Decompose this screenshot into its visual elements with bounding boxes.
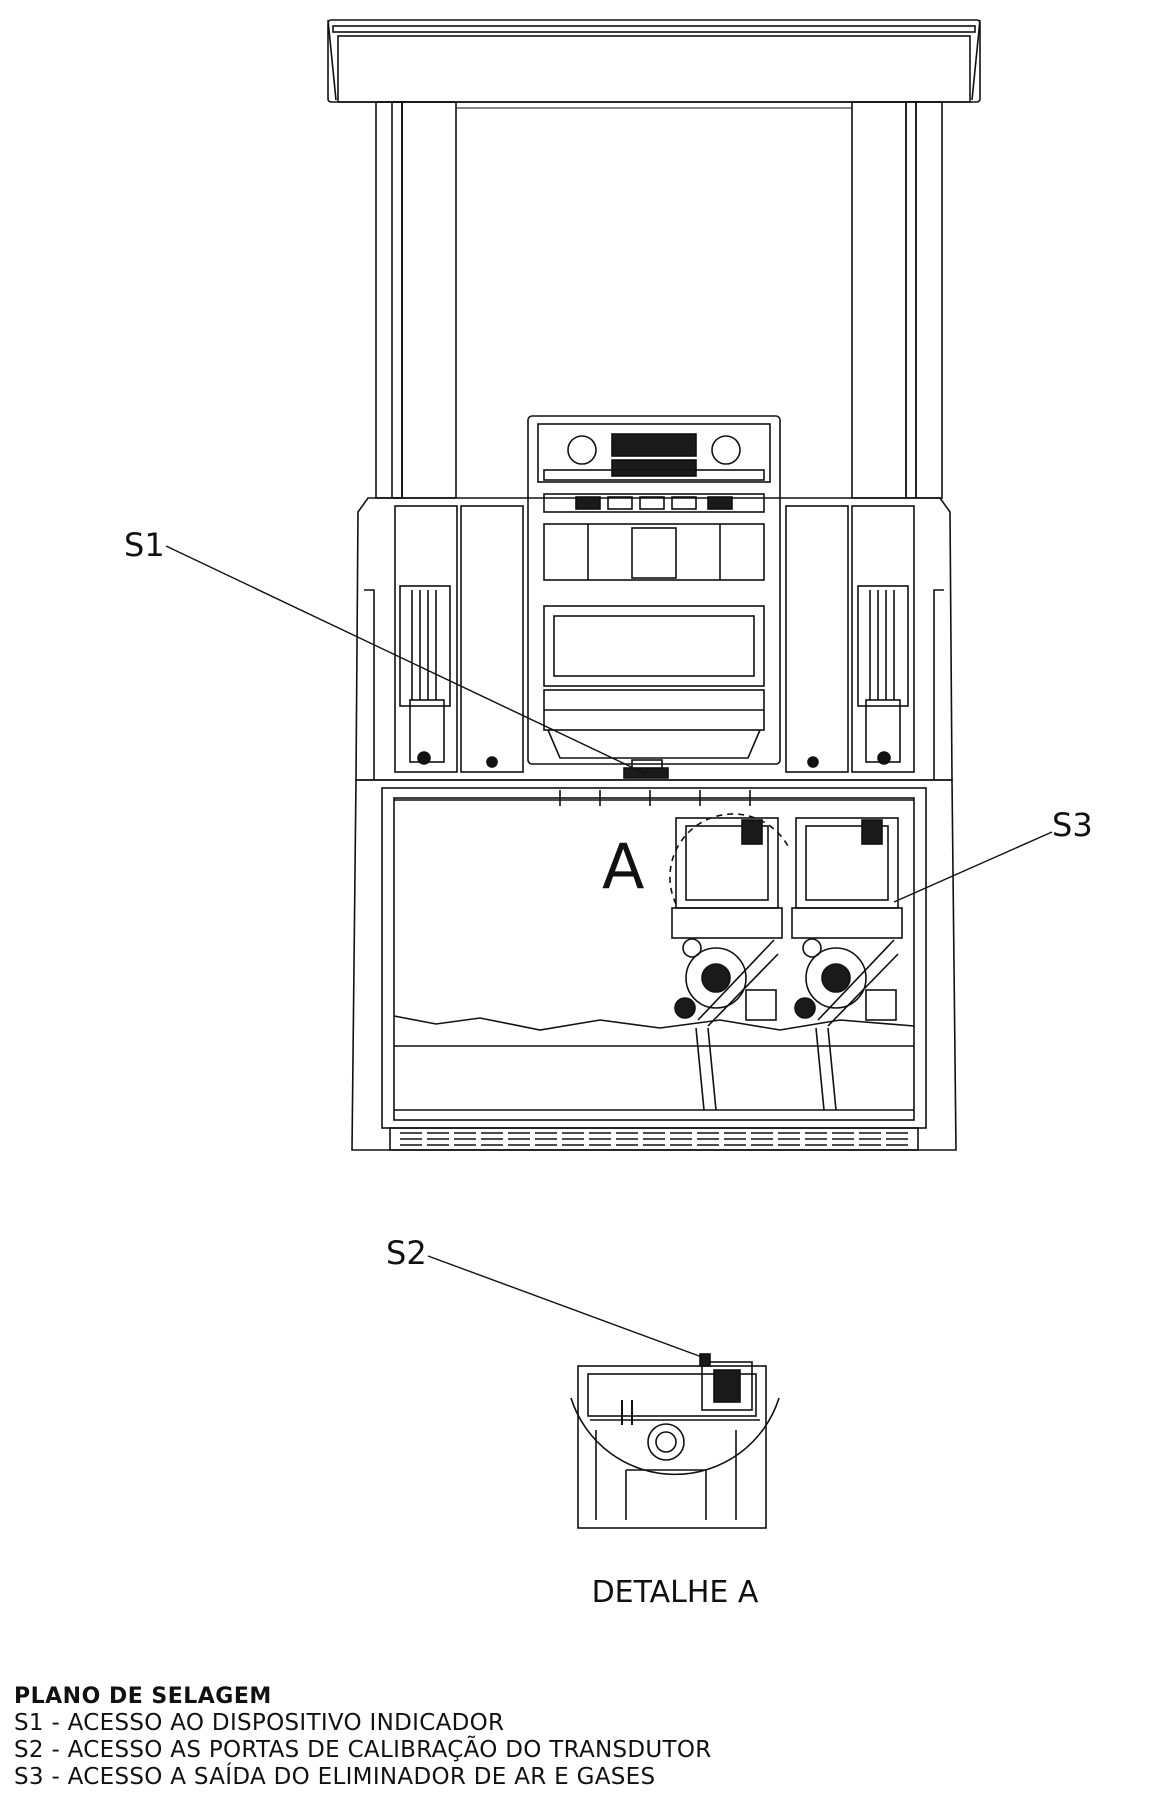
dispenser-canopy — [327, 19, 981, 103]
hydraulic-module-left — [671, 817, 783, 1111]
legend-item-s2: S2 - ACESSO AS PORTAS DE CALIBRAÇÃO DO T… — [14, 1737, 712, 1763]
legend-item-s3: S3 - ACESSO A SAÍDA DO ELIMINADOR DE AR … — [14, 1764, 656, 1790]
legend-title: PLANO DE SELAGEM — [14, 1684, 272, 1709]
display-head — [527, 415, 781, 771]
s3-leader-line — [893, 831, 1053, 903]
s1-leader-line — [165, 545, 647, 775]
detail-a-caption: DETALHE A — [592, 1575, 759, 1610]
hydraulic-module-right — [791, 817, 903, 1111]
s2-leader-line — [427, 1255, 711, 1361]
sealing-plan-legend: PLANO DE SELAGEM S1 - ACESSO AO DISPOSIT… — [14, 1683, 712, 1791]
label-s1: S1 — [124, 526, 165, 564]
label-s3: S3 — [1052, 806, 1093, 844]
detail-a-circle — [669, 813, 791, 905]
label-s2: S2 — [386, 1234, 427, 1272]
seal-s1-location — [623, 767, 669, 779]
dispenser-upper-housing — [355, 497, 953, 781]
detail-marker-a: A — [602, 830, 644, 903]
base-grille — [389, 1127, 919, 1151]
detail-a-view — [570, 1353, 780, 1529]
dispenser-lower-body — [351, 779, 957, 1151]
legend-item-s1: S1 - ACESSO AO DISPOSITIVO INDICADOR — [14, 1710, 505, 1736]
